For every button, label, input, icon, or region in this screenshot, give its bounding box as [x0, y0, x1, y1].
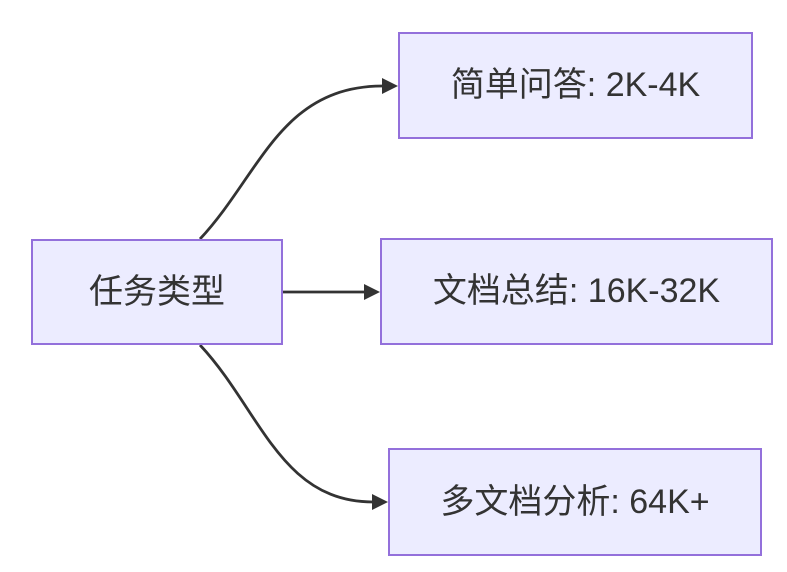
arrowhead-simple-qa-icon — [382, 78, 398, 94]
node-task-type-label: 任务类型 — [89, 272, 225, 311]
node-doc-summary: 文档总结: 16K-32K — [380, 238, 773, 345]
arrowhead-multi-doc-icon — [372, 494, 388, 510]
node-task-type: 任务类型 — [31, 239, 283, 345]
arrowhead-doc-summary-icon — [364, 284, 380, 300]
node-multi-doc: 多文档分析: 64K+ — [388, 448, 762, 556]
node-doc-summary-label: 文档总结: 16K-32K — [432, 272, 721, 311]
node-simple-qa: 简单问答: 2K-4K — [398, 32, 753, 139]
edge-root-to-multi-doc — [198, 344, 374, 504]
node-multi-doc-label: 多文档分析: 64K+ — [440, 482, 710, 521]
edge-root-to-simple-qa — [198, 84, 384, 240]
node-simple-qa-label: 简单问答: 2K-4K — [450, 66, 701, 105]
